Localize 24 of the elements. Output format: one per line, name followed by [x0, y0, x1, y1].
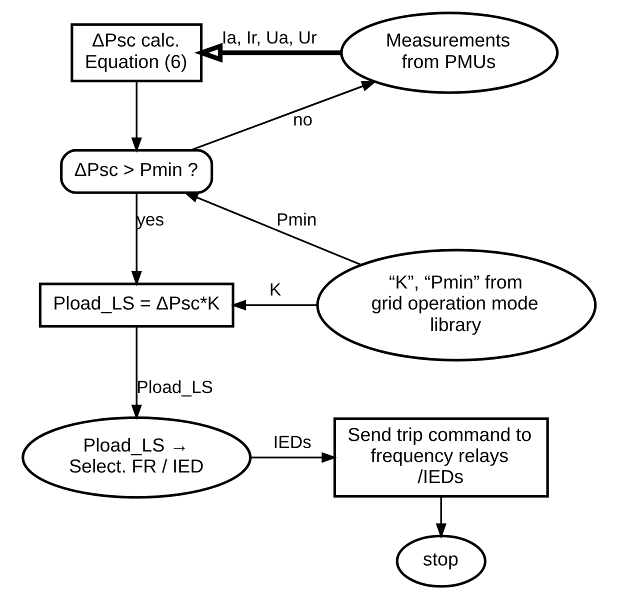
node-ellipse: “K”, “Pmin” from grid operation mode library [316, 248, 597, 362]
arrow [183, 192, 362, 266]
arrow [250, 452, 337, 463]
edge-label: no [292, 110, 313, 130]
node-ellipse: Pload_LS → Select. FR / IED [22, 416, 252, 499]
node-box: ΔPsc calc. Equation (6) [70, 23, 203, 82]
node-ellipse: stop [396, 534, 486, 588]
arrow [190, 80, 377, 152]
edge-label: Pmin [276, 210, 317, 230]
edge-label: Ia, Ir, Ua, Ur [222, 27, 317, 48]
arrow [194, 42, 342, 63]
node-box: ΔPsc > Pmin ? [60, 149, 214, 194]
arrow [436, 496, 447, 539]
edge-label: Pload_LS [136, 376, 214, 397]
arrow [131, 326, 142, 420]
edge-label: IEDs [273, 432, 312, 452]
edge-label: yes [136, 210, 164, 230]
node-box: Pload_LS = ΔPsc*K [38, 282, 234, 328]
arrow [131, 193, 142, 286]
arrow [131, 81, 142, 153]
node-box: Send trip command to frequency relays /IEDs [333, 417, 549, 498]
node-ellipse: Measurements from PMUs [340, 12, 559, 94]
arrow [230, 300, 318, 310]
edge-label: K [269, 280, 282, 300]
